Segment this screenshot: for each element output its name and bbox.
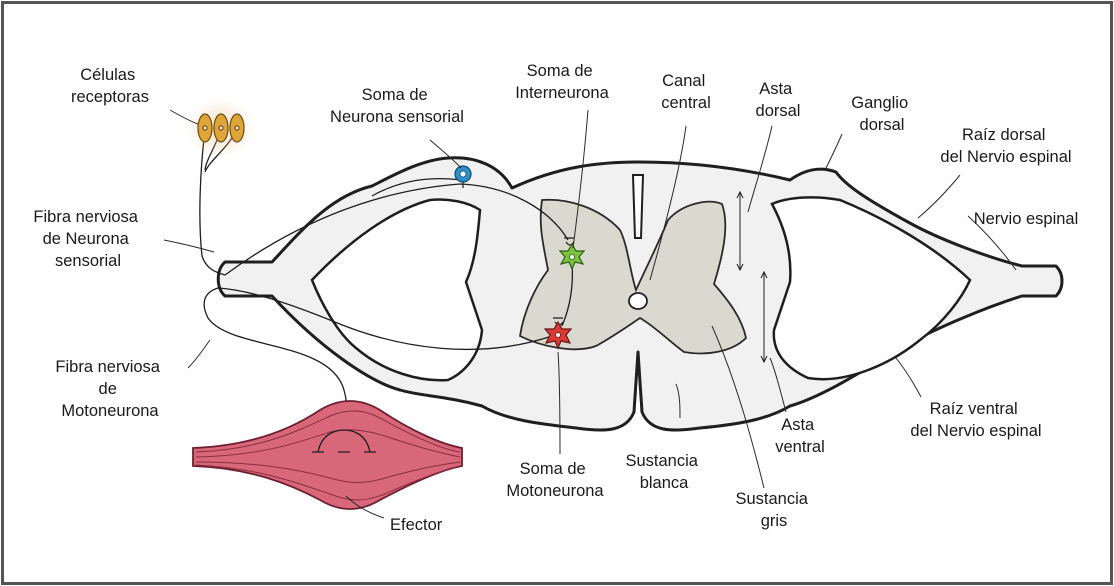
receptor-nucleus-1	[203, 126, 207, 130]
dorsal-median-septum	[633, 175, 643, 238]
receptor-nucleus-2	[219, 126, 223, 130]
receptor-nucleus-3	[235, 126, 239, 130]
label-nervio-espinal: Nervio espinal	[974, 210, 1079, 228]
receptor-cells	[198, 114, 244, 142]
central-canal	[629, 293, 647, 309]
label-efector: Efector	[390, 516, 443, 534]
